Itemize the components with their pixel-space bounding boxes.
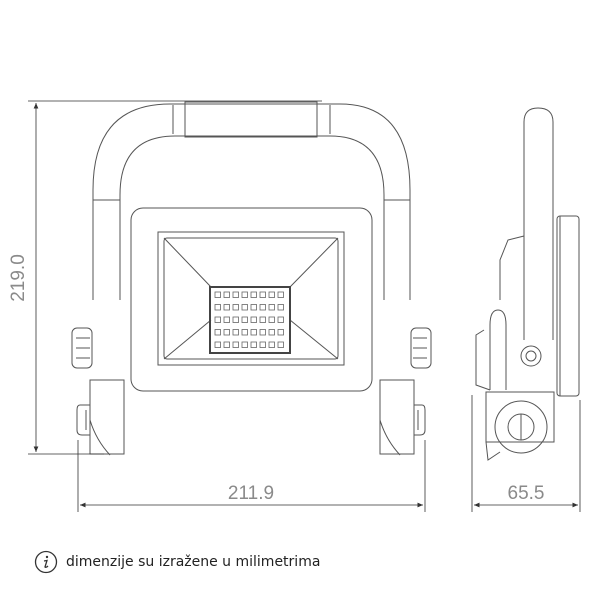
led-chip: [223, 316, 230, 323]
led-chip: [268, 316, 275, 323]
depth-label: 65.5: [508, 483, 545, 504]
led-chip: [241, 291, 248, 298]
led-chip: [259, 341, 266, 348]
left-knob: [71, 327, 93, 369]
led-chip: [277, 316, 284, 323]
led-chip: [250, 329, 257, 336]
led-chip: [250, 341, 257, 348]
led-chip: [250, 316, 257, 323]
led-array: [214, 291, 284, 348]
led-chip: [268, 329, 275, 336]
led-chip: [268, 291, 275, 298]
right-foot: [379, 379, 426, 456]
led-chip: [259, 316, 266, 323]
units-note: dimenzije su izražene u milimetrima: [34, 550, 320, 574]
led-chip: [232, 341, 239, 348]
led-chip: [214, 329, 221, 336]
led-chip: [277, 341, 284, 348]
led-chip: [259, 329, 266, 336]
led-chip: [268, 304, 275, 311]
info-icon: [34, 550, 58, 574]
front-handle: [92, 101, 411, 300]
led-chip: [241, 329, 248, 336]
lamp-housing: [130, 207, 373, 392]
side-view: [475, 107, 580, 461]
width-dimension: [77, 440, 426, 512]
led-chip: [214, 304, 221, 311]
led-chip: [241, 341, 248, 348]
led-chip: [223, 291, 230, 298]
led-chip: [259, 304, 266, 311]
led-chip: [277, 291, 284, 298]
led-chip: [214, 316, 221, 323]
height-label: 219.0: [8, 254, 29, 302]
led-chip: [268, 341, 275, 348]
led-chip: [214, 341, 221, 348]
units-note-text: dimenzije su izražene u milimetrima: [66, 554, 321, 570]
led-chip: [241, 304, 248, 311]
left-foot: [76, 379, 125, 456]
led-chip: [232, 329, 239, 336]
led-chip: [241, 316, 248, 323]
floodlight-technical-drawing: 219.0 211.9 65.5: [8, 100, 581, 512]
led-chip: [277, 304, 284, 311]
width-label: 211.9: [228, 483, 274, 504]
led-chip: [259, 291, 266, 298]
height-dimension: [28, 100, 322, 455]
led-chip: [232, 304, 239, 311]
led-chip: [277, 329, 284, 336]
right-knob: [410, 327, 432, 369]
led-chip: [232, 316, 239, 323]
led-chip: [223, 304, 230, 311]
led-chip: [223, 329, 230, 336]
led-chip: [214, 291, 221, 298]
led-chip: [250, 291, 257, 298]
led-chip: [223, 341, 230, 348]
led-chip: [250, 304, 257, 311]
depth-dimension: [471, 395, 581, 512]
led-chip: [232, 291, 239, 298]
